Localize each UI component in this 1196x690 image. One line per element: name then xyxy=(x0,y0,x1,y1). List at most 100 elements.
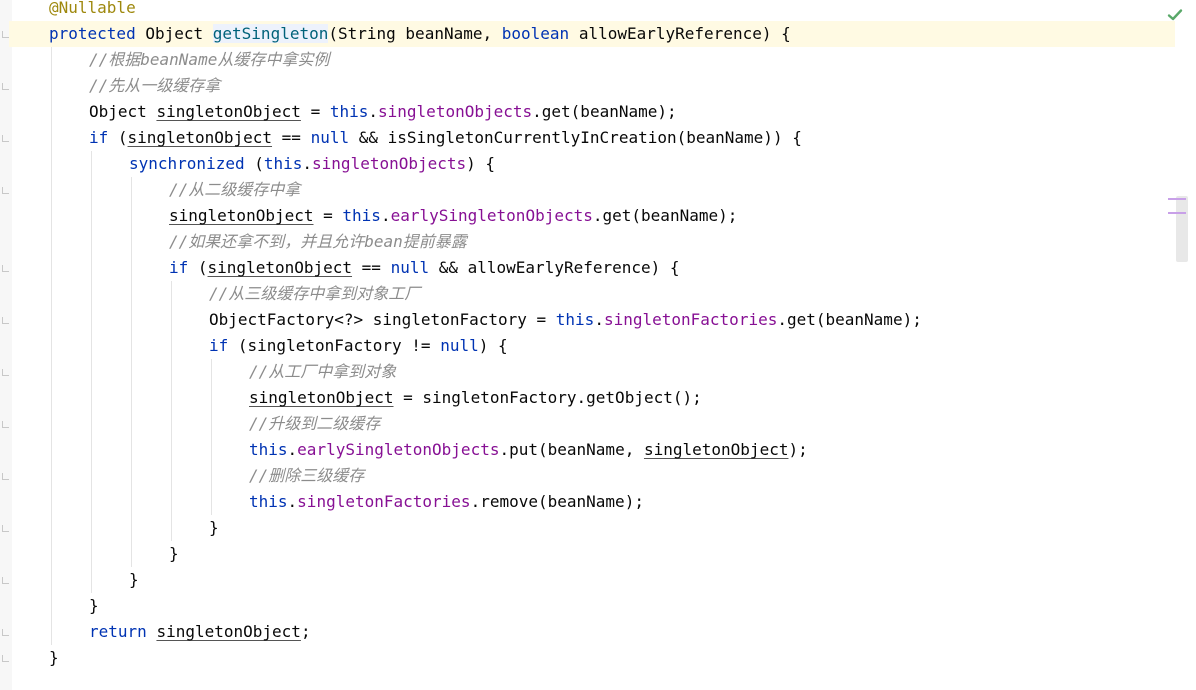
code-line[interactable]: this.singletonFactories.remove(beanName)… xyxy=(249,489,644,515)
code-token-ann: @Nullable xyxy=(49,0,136,17)
code-token-var: singletonObject xyxy=(156,102,301,121)
code-token: ( xyxy=(188,258,208,277)
code-token-kw: this xyxy=(329,102,369,121)
code-token: = xyxy=(313,206,343,225)
fold-marker-icon[interactable] xyxy=(2,317,9,324)
code-line[interactable]: return singletonObject; xyxy=(89,619,311,645)
code-token: Object xyxy=(135,24,213,43)
code-token: ( xyxy=(108,128,128,147)
scrollbar-thumb[interactable] xyxy=(1176,196,1188,262)
code-token-var: singletonObject xyxy=(156,622,301,641)
code-token-kw: this xyxy=(555,310,595,329)
fold-marker-icon[interactable] xyxy=(2,525,9,532)
code-line[interactable]: //从工厂中拿到对象 xyxy=(249,359,396,385)
code-token: && allowEarlyReference) { xyxy=(429,258,680,277)
code-line[interactable]: //先从一级缓存拿 xyxy=(89,73,220,99)
code-line[interactable]: //从三级缓存中拿到对象工厂 xyxy=(209,281,420,307)
code-token-var: singletonObject xyxy=(169,206,314,225)
indent-guide xyxy=(211,359,212,515)
code-token-kw: this xyxy=(249,492,288,511)
code-line[interactable]: } xyxy=(49,645,59,671)
code-line[interactable]: singletonObject = singletonFactory.getOb… xyxy=(249,385,702,411)
code-token-fld: earlySingletonObjects xyxy=(390,206,593,225)
fold-marker-icon[interactable] xyxy=(2,265,9,272)
error-stripe-mark[interactable] xyxy=(1168,198,1186,200)
code-token-cmt: //如果还拿不到，并且允许bean提前暴露 xyxy=(169,232,467,251)
code-token-cmt: //从工厂中拿到对象 xyxy=(249,362,397,381)
code-token-cmt: //从二级缓存中拿 xyxy=(169,180,301,199)
fold-marker-icon[interactable] xyxy=(2,473,9,480)
code-token: . xyxy=(594,310,604,329)
code-token-cmt: //根据beanName从缓存中拿实例 xyxy=(89,50,330,69)
code-line[interactable]: synchronized (this.singletonObjects) { xyxy=(129,151,495,177)
code-token-kw: if xyxy=(169,258,189,277)
code-token: ; xyxy=(300,622,311,641)
code-token-kw: null xyxy=(440,336,479,355)
code-token: ObjectFactory<?> singletonFactory = xyxy=(209,310,556,329)
code-token: . xyxy=(287,492,298,511)
code-token-fld: singletonFactories xyxy=(603,310,778,329)
code-token xyxy=(147,622,157,641)
code-line[interactable]: //从二级缓存中拿 xyxy=(169,177,300,203)
current-line-highlight xyxy=(9,21,1175,47)
code-token: .get(beanName); xyxy=(532,102,677,121)
fold-marker-icon[interactable] xyxy=(2,31,9,38)
fold-marker-icon[interactable] xyxy=(2,421,9,428)
code-token: && isSingletonCurrentlyInCreation(beanNa… xyxy=(349,128,802,147)
check-icon[interactable] xyxy=(1166,6,1184,24)
code-token-fld: singletonObjects xyxy=(378,102,533,121)
code-token: == xyxy=(272,128,311,147)
code-line[interactable]: //删除三级缓存 xyxy=(249,463,364,489)
code-line[interactable]: singletonObject = this.earlySingletonObj… xyxy=(169,203,737,229)
code-token: allowEarlyReference) { xyxy=(569,24,791,43)
code-line[interactable]: ObjectFactory<?> singletonFactory = this… xyxy=(209,307,922,333)
code-token: = xyxy=(300,102,330,121)
code-token: . xyxy=(368,102,379,121)
fold-marker-icon[interactable] xyxy=(2,655,9,662)
code-token: ) { xyxy=(466,154,496,173)
code-token: (singletonFactory != xyxy=(228,336,441,355)
code-token: ) { xyxy=(478,336,508,355)
code-token-fld: singletonObjects xyxy=(312,154,467,173)
code-token-kw: this xyxy=(263,154,303,173)
code-line[interactable]: this.earlySingletonObjects.put(beanName,… xyxy=(249,437,808,463)
fold-marker-icon[interactable] xyxy=(2,187,9,194)
code-line[interactable]: //如果还拿不到，并且允许bean提前暴露 xyxy=(169,229,467,255)
code-line[interactable]: if (singletonFactory != null) { xyxy=(209,333,508,359)
fold-marker-icon[interactable] xyxy=(2,577,9,584)
error-stripe-mark[interactable] xyxy=(1168,212,1186,214)
code-token: .get(beanName); xyxy=(592,206,738,225)
code-line[interactable]: //升级到二级缓存 xyxy=(249,411,380,437)
indent-guide xyxy=(51,47,52,645)
code-token: ); xyxy=(788,440,808,459)
code-line[interactable]: protected Object getSingleton(String bea… xyxy=(49,21,791,47)
indent-guide xyxy=(171,281,172,541)
code-token-kw: this xyxy=(342,206,381,225)
code-token: } xyxy=(169,544,179,563)
code-token-kw: null xyxy=(390,258,430,277)
code-line[interactable]: } xyxy=(89,593,99,619)
code-token-cmt: //升级到二级缓存 xyxy=(249,414,381,433)
vertical-scrollbar[interactable] xyxy=(1176,8,1188,688)
fold-marker-icon[interactable] xyxy=(2,135,9,142)
code-token: (String beanName, xyxy=(328,24,502,43)
code-token-cmt: //删除三级缓存 xyxy=(249,466,365,485)
code-token: } xyxy=(89,596,99,615)
code-line[interactable]: if (singletonObject == null && isSinglet… xyxy=(89,125,802,151)
code-line[interactable]: } xyxy=(169,541,179,567)
code-token-var: singletonObject xyxy=(249,388,394,407)
code-line[interactable]: } xyxy=(129,567,139,593)
code-line[interactable]: //根据beanName从缓存中拿实例 xyxy=(89,47,329,73)
code-line[interactable]: Object singletonObject = this.singletonO… xyxy=(89,99,677,125)
code-editor[interactable]: @Nullable protected Object getSingleton(S… xyxy=(9,0,1175,690)
code-line[interactable]: } xyxy=(209,515,219,541)
code-token-var: singletonObject xyxy=(643,440,789,459)
fold-marker-icon[interactable] xyxy=(2,629,9,636)
fold-marker-icon[interactable] xyxy=(2,83,9,90)
editor-gutter[interactable] xyxy=(0,0,12,690)
code-line[interactable]: if (singletonObject == null && allowEarl… xyxy=(169,255,680,281)
code-token: .put(beanName, xyxy=(499,440,644,459)
code-line[interactable]: @Nullable xyxy=(49,0,136,21)
fold-marker-icon[interactable] xyxy=(2,369,9,376)
code-token-cmt: //先从一级缓存拿 xyxy=(89,76,221,95)
